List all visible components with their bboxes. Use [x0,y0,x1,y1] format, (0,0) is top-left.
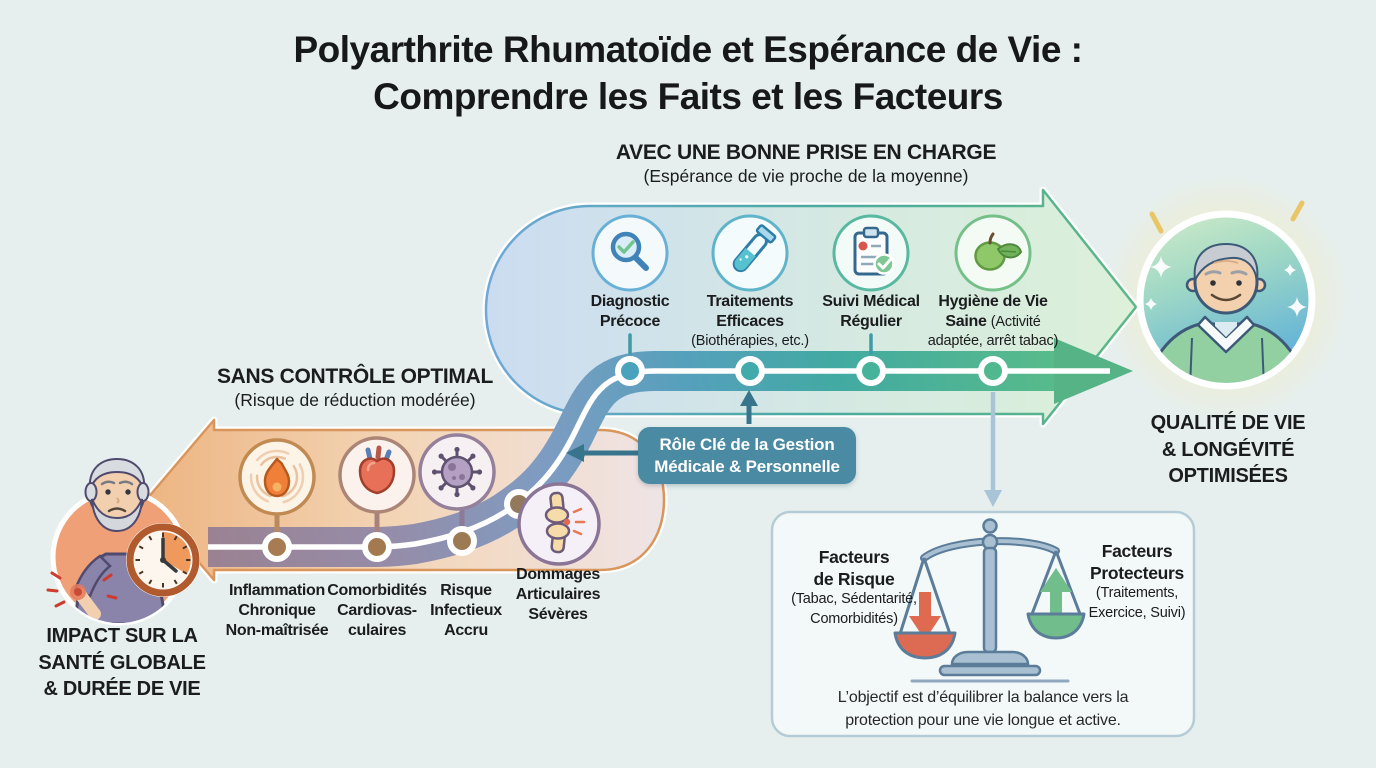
page-title: Polyarthrite Rhumatoïde et Espérance de … [293,26,1083,120]
virus-icon [418,433,496,511]
timeline-node [978,356,1008,386]
step-label-traitements: Traitements Efficaces (Biothérapies, etc… [691,293,809,349]
test-tube-icon [711,214,789,292]
bottom-path-heading: SANS CONTRÔLE OPTIMAL (Risque de réducti… [217,365,493,411]
risk-label-inflammation: Inflammation Chronique Non-maîtrisée [225,582,329,639]
step-label-hygiene: Hygiène de Vie Saine (Activité adaptée, … [927,293,1059,349]
balance-caption: L’objectif est d’équilibrer la balance v… [837,689,1129,729]
title-line-1: Polyarthrite Rhumatoïde et Espérance de … [293,29,1083,70]
risk-factors-label: Facteurs de Risque (Tabac, Sédentarité, … [791,547,917,627]
timeline-node [735,356,765,386]
clock-icon [126,523,200,597]
knee-joint-icon [517,482,601,566]
risk-label-dommages: Dommages Articulaires Sévères [515,566,601,623]
pain-marks [46,571,118,608]
protect-up-arrow-icon [1040,568,1072,592]
bottom-path-heading-sub: (Risque de réduction modérée) [234,390,476,410]
top-path-heading-main: AVEC UNE BONNE PRISE EN CHARGE [615,141,997,164]
sad-elderly-clock-illustration [46,457,200,626]
sun-rays [1149,200,1305,234]
management-left-arrow [566,444,639,462]
lifestyle-down-arrow [984,392,1002,507]
risk-label-infectieux: Risque Infectieux Accru [430,582,502,639]
bottom-path-heading-main: SANS CONTRÔLE OPTIMAL [216,365,494,388]
balance-panel [770,510,1196,738]
sparkle-icons [1145,256,1307,317]
left-outcome-label: IMPACT SUR LA SANTÉ GLOBALE & DURÉE DE V… [38,625,206,700]
flame-icon [238,438,316,516]
management-up-arrow [740,390,758,424]
heart-icon [338,436,416,514]
timeline-node [447,526,477,556]
clipboard-check-icon [832,214,910,292]
timeline-node [362,532,392,562]
step-label-suivi: Suivi Médical Régulier [822,293,920,330]
balance-scale-icon [893,518,1086,683]
risk-label-comorbidites: Comorbidités Cardiovas- culaires [327,582,427,639]
top-path-heading: AVEC UNE BONNE PRISE EN CHARGE (Espéranc… [615,141,997,187]
apple-leaf-icon [954,214,1032,292]
title-line-2: Comprendre les Faits et les Facteurs [373,76,1003,117]
right-outcome-label: QUALITÉ DE VIE & LONGÉVITÉ OPTIMISÉES [1150,412,1306,487]
step-label-diagnostic: Diagnostic Précoce [590,293,670,330]
magnifier-check-icon [591,214,669,292]
timeline-node [615,356,645,386]
protective-factors-label: Facteurs Protecteurs (Traitements, Exerc… [1088,541,1186,621]
timeline-node [262,532,292,562]
management-box: Rôle Clé de la Gestion Médicale & Person… [638,427,856,484]
risk-down-arrow-icon [919,592,931,618]
top-path-heading-sub: (Espérance de vie proche de la moyenne) [643,166,969,186]
timeline-node [856,356,886,386]
